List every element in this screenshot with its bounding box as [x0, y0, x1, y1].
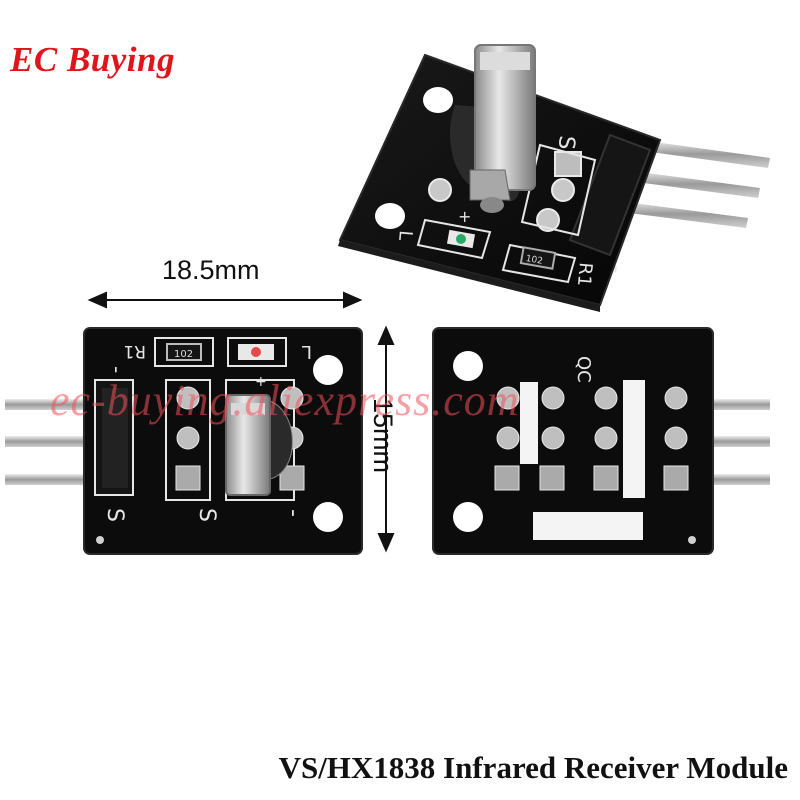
header-pins-front: [5, 399, 115, 485]
solder-pads-front: [175, 386, 305, 491]
resistor-smd: [519, 246, 557, 270]
silk-pin-signal-2: S: [194, 508, 219, 522]
silk-pin-signal: S: [102, 508, 127, 522]
mounting-hole: [313, 355, 343, 385]
ir-receiver-angled: [450, 44, 536, 213]
led-lens: [456, 234, 466, 244]
led-lens: [251, 347, 261, 357]
silk-pin-ground-2: -: [281, 509, 306, 517]
resistor-value-text: 102: [174, 349, 193, 360]
silk-led-ref: L: [394, 230, 416, 242]
back-label-strip: [520, 382, 538, 464]
back-label-strip: [533, 512, 643, 540]
solder-pads-back: [494, 386, 689, 491]
mounting-hole: [313, 502, 343, 532]
width-arrow: [87, 291, 363, 309]
silk-plus: +: [255, 374, 267, 390]
mounting-hole: [375, 203, 405, 229]
resistor-value-text: 102: [525, 254, 544, 267]
mounting-hole: [453, 351, 483, 381]
ir-receiver-front: [225, 394, 293, 496]
header-housing-angled: [568, 133, 652, 257]
silk-led-ref: L: [302, 341, 312, 362]
resistor-smd: [166, 343, 202, 361]
silk-resistor-ref: R1: [123, 341, 146, 361]
silk-pin-ground: -: [603, 264, 629, 274]
mounting-hole: [423, 87, 453, 113]
silk-resistor-ref: R1: [573, 262, 596, 288]
module-front-view: 102 R1 L - S S - +: [5, 327, 363, 555]
silk-pin-ground: -: [105, 366, 129, 373]
module-angled-view: 102 S R1 - L +: [338, 44, 770, 312]
brand-logo: EC Buying: [10, 40, 175, 79]
pcb-board-front: [83, 327, 363, 555]
silk-plus: +: [458, 207, 471, 226]
height-arrow: [377, 325, 395, 553]
back-label-strip: [623, 380, 645, 498]
watermark-text: ec-buying.aliexpress.com: [50, 376, 520, 425]
mounting-hole: [453, 502, 483, 532]
header-pins-angled: [606, 140, 770, 228]
product-title: VS/HX1838 Infrared Receiver Module: [278, 750, 788, 785]
header-pins-back: [690, 399, 770, 485]
width-dimension: 18.5mm: [162, 255, 260, 285]
solder-pads-angled: [428, 151, 582, 232]
silk-pin-signal: S: [553, 134, 579, 150]
silk-back-label: QC: [573, 356, 594, 383]
module-back-view: QC: [432, 327, 770, 555]
